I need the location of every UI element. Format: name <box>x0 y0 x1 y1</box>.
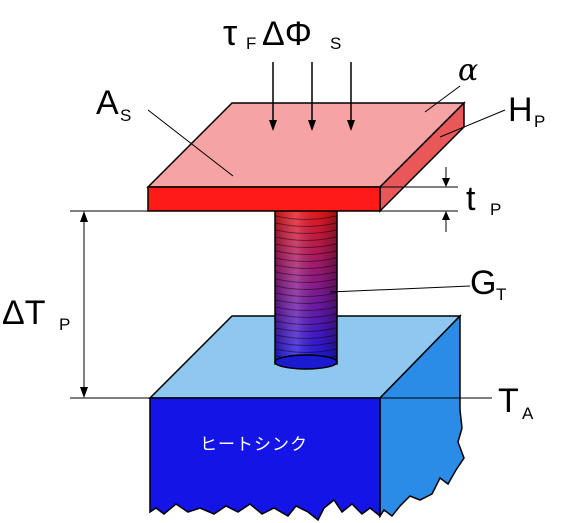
post-ring <box>275 313 337 318</box>
post-ring <box>275 250 337 255</box>
tau-subscript: F <box>246 34 256 53</box>
heat-sink-label: ヒートシンク <box>200 435 308 455</box>
tau-symbol: τ <box>223 12 237 53</box>
label-gt: G T <box>470 264 506 304</box>
flux-arrow-1 <box>269 62 277 131</box>
delta-phi-symbol: ΔΦ <box>262 15 312 53</box>
hp-leader <box>439 109 506 138</box>
plate-front-face <box>147 186 381 212</box>
area-leader <box>147 109 234 177</box>
post-ring <box>275 243 337 248</box>
heat-sink-front-face <box>149 397 381 522</box>
tp-dimension <box>442 167 450 232</box>
post-ring <box>275 271 337 276</box>
ta-symbol: T <box>498 382 519 420</box>
area-subscript: S <box>120 106 131 125</box>
label-hp: H P <box>508 91 545 131</box>
delta-tp-symbol: ΔT <box>2 294 45 332</box>
post-ring <box>275 348 337 353</box>
heat-sink-side-face <box>379 314 465 519</box>
post-ring <box>275 264 337 269</box>
label-delta-tp: ΔT P <box>2 294 70 334</box>
post-rings <box>275 215 337 360</box>
post-ring <box>275 299 337 304</box>
post-ring <box>275 334 337 339</box>
post-ring <box>275 236 337 241</box>
post-ring <box>275 341 337 346</box>
post-shading <box>275 210 337 364</box>
hp-subscript: P <box>534 112 545 131</box>
post-ring <box>275 229 337 234</box>
phi-subscript: S <box>330 34 341 53</box>
gt-leader <box>329 285 471 293</box>
flux-arrow-2 <box>308 62 316 131</box>
plate <box>146 101 466 213</box>
label-area: A S <box>96 84 131 125</box>
tp-symbol: t <box>466 180 476 218</box>
post-ring <box>275 327 337 332</box>
hp-symbol: H <box>508 91 533 129</box>
tp-subscript: P <box>490 200 501 219</box>
label-tp: t P <box>466 180 501 219</box>
thermal-post <box>274 209 338 370</box>
dtp-dimension <box>80 211 88 398</box>
heat-flux-arrows <box>269 62 355 131</box>
post-ring <box>275 215 337 220</box>
post-ring <box>275 320 337 325</box>
alpha-label: α <box>458 53 478 88</box>
heat-sink: ヒートシンク <box>148 314 465 522</box>
post-ring <box>275 306 337 311</box>
post-ring <box>275 292 337 297</box>
post-bottom-ellipse <box>274 354 338 370</box>
flux-arrow-3 <box>347 62 355 131</box>
post-ring <box>275 285 337 290</box>
gt-subscript: T <box>496 285 506 304</box>
ta-subscript: A <box>522 404 534 423</box>
label-heat-flux: τ F ΔΦ S <box>223 12 341 53</box>
gt-symbol: G <box>470 264 496 302</box>
alpha-leader <box>424 85 461 113</box>
label-ta: T A <box>498 382 534 423</box>
post-ring <box>275 257 337 262</box>
delta-tp-subscript: P <box>59 315 70 334</box>
leader-lines <box>70 85 506 399</box>
area-symbol: A <box>96 84 119 122</box>
post-ring <box>275 278 337 283</box>
post-ring <box>275 222 337 227</box>
